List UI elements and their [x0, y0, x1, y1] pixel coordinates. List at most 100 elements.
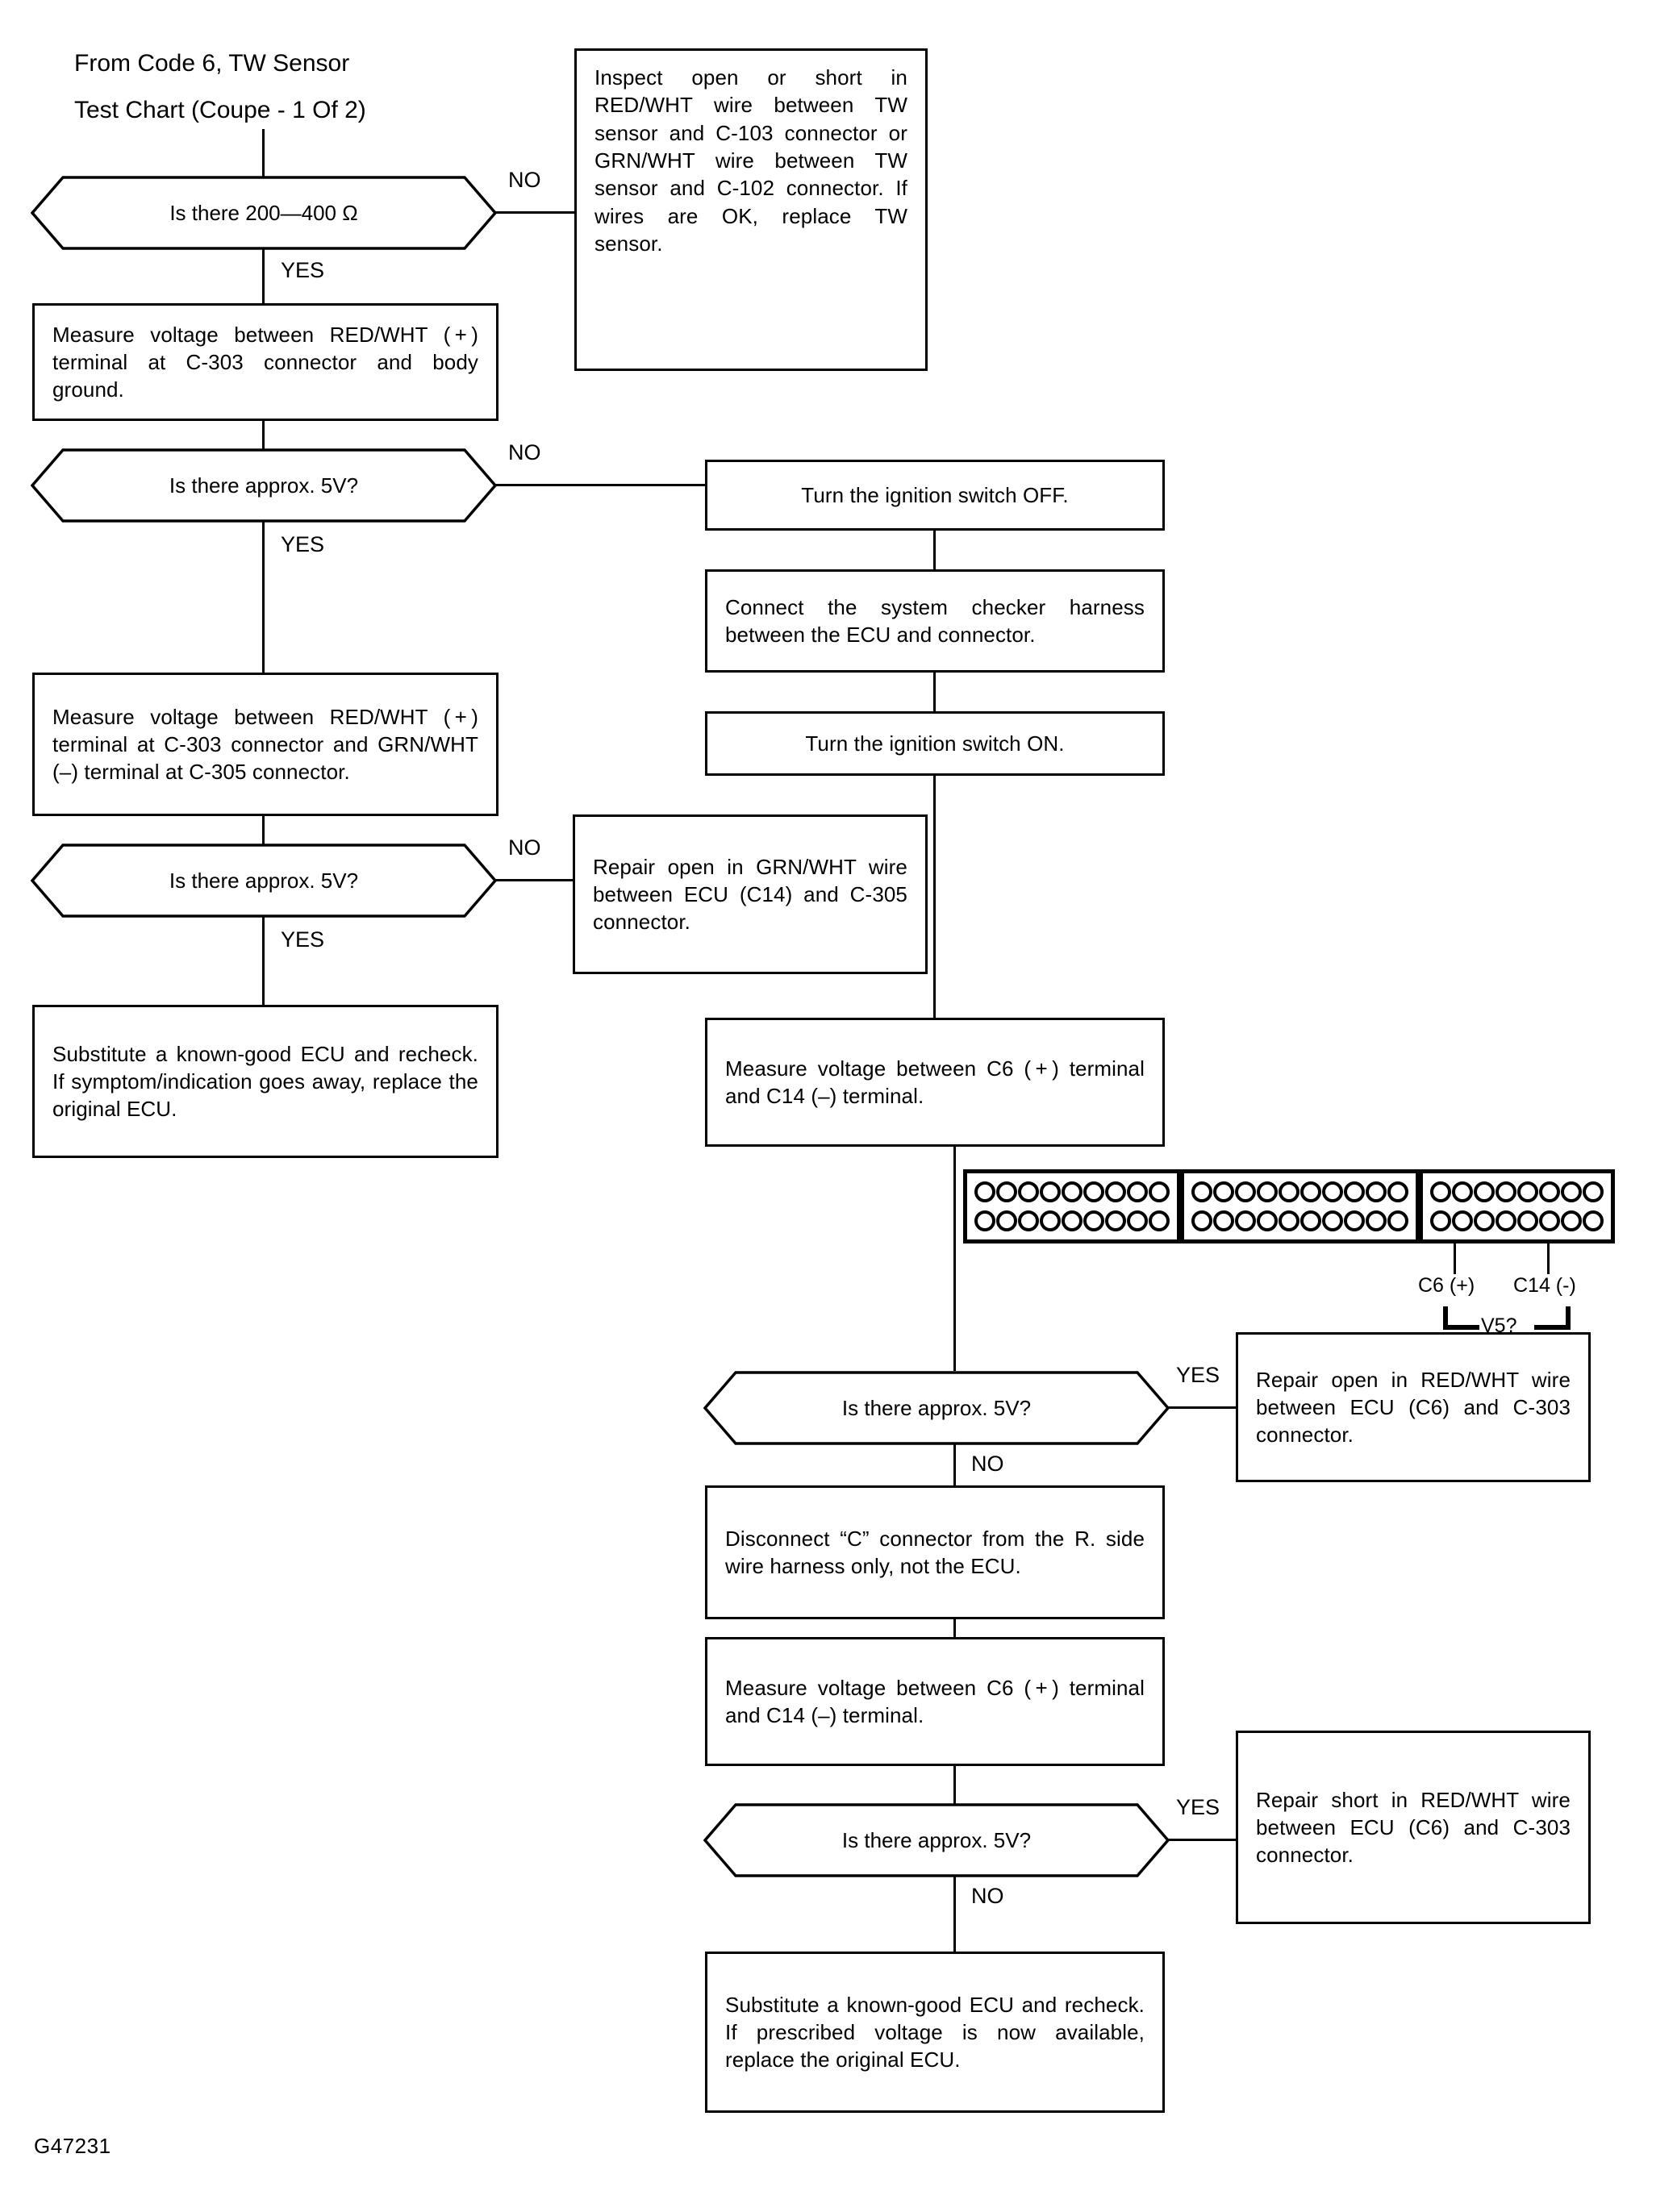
connector-line: [953, 1766, 956, 1808]
connector-line: [495, 484, 707, 486]
decision-volt-2[interactable]: Is there approx. 5V?: [31, 844, 497, 918]
connector-pin: [1387, 1181, 1408, 1202]
box-substitute-ecu-symptom[interactable]: Substitute a known-good ECU and recheck.…: [32, 1005, 499, 1158]
pin-row: [974, 1181, 1170, 1202]
connector-pin-c6: [1474, 1210, 1495, 1231]
connector-pin: [1496, 1210, 1516, 1231]
connector-pin: [1344, 1210, 1365, 1231]
connector-pin: [1213, 1210, 1234, 1231]
box-connect-checker-harness-text: Connect the system checker harness betwe…: [725, 594, 1145, 647]
connector-pin: [1105, 1210, 1126, 1231]
v5-bracket: [1442, 1303, 1571, 1336]
connector-pin: [1018, 1210, 1039, 1231]
connector-segment-b: [1177, 1173, 1416, 1239]
decision-volt-4-label: Is there approx. 5V?: [841, 1827, 1032, 1852]
box-ignition-off[interactable]: Turn the ignition switch OFF.: [705, 460, 1165, 531]
box-ignition-off-text: Turn the ignition switch OFF.: [801, 482, 1069, 507]
branch-label-yes: YES: [281, 258, 325, 282]
branch-label-no: NO: [971, 1452, 1004, 1476]
decision-volt-1-label: Is there approx. 5V?: [169, 473, 359, 498]
c14-leader-line: [1547, 1240, 1550, 1274]
box-measure-redwht-ground-text: Measure voltage between RED/WHT ( + ) te…: [52, 322, 478, 402]
box-disconnect-c-connector-text: Disconnect “C” connector from the R. sid…: [725, 1526, 1145, 1578]
chart-heading-line-1: From Code 6, TW Sensor: [74, 50, 350, 77]
connector-pin: [1040, 1181, 1061, 1202]
connector-line: [262, 248, 265, 303]
box-repair-open-grnwht[interactable]: Repair open in GRN/WHT wire between ECU …: [573, 814, 928, 974]
connector-line: [1168, 1406, 1237, 1409]
branch-label-yes: YES: [281, 927, 325, 952]
connector-line: [953, 1147, 956, 1371]
box-disconnect-c-connector[interactable]: Disconnect “C” connector from the R. sid…: [705, 1485, 1165, 1619]
connector-pin: [1062, 1181, 1083, 1202]
connector-pin: [1539, 1181, 1560, 1202]
connector-pin: [1583, 1181, 1604, 1202]
branch-label-no: NO: [971, 1884, 1004, 1908]
connector-pin: [1300, 1210, 1321, 1231]
connector-pin: [1127, 1181, 1148, 1202]
connector-line: [933, 673, 936, 711]
connector-pin-c14: [1561, 1210, 1582, 1231]
box-substitute-ecu-voltage[interactable]: Substitute a known-good ECU and recheck.…: [705, 1952, 1165, 2113]
connector-pin: [1561, 1181, 1582, 1202]
box-repair-open-grnwht-text: Repair open in GRN/WHT wire between ECU …: [593, 854, 907, 935]
connector-pin: [1430, 1181, 1451, 1202]
decision-resistance[interactable]: Is there 200—400 Ω: [31, 176, 497, 250]
c14-pin-label: C14 (-): [1513, 1274, 1576, 1297]
connector-pin: [1322, 1210, 1343, 1231]
box-measure-redwht-grnwht-text: Measure voltage between RED/WHT ( + ) te…: [52, 704, 478, 785]
box-measure-redwht-grnwht[interactable]: Measure voltage between RED/WHT ( + ) te…: [32, 673, 499, 816]
connector-pin: [974, 1210, 995, 1231]
connector-pin: [1452, 1181, 1473, 1202]
connector-pin: [1083, 1181, 1104, 1202]
connector-pin: [996, 1210, 1017, 1231]
box-ignition-on[interactable]: Turn the ignition switch ON.: [705, 711, 1165, 776]
connector-pin: [1105, 1181, 1126, 1202]
connector-line: [262, 816, 265, 866]
connector-pin: [1452, 1210, 1473, 1231]
decision-volt-4[interactable]: Is there approx. 5V?: [703, 1803, 1170, 1877]
connector-line: [262, 129, 265, 196]
box-measure-c6-c14-second-text: Measure voltage between C6 ( + ) termina…: [725, 1675, 1145, 1727]
pin-row: [1191, 1210, 1408, 1231]
box-repair-open-redwht[interactable]: Repair open in RED/WHT wire between ECU …: [1236, 1332, 1591, 1482]
decision-volt-3-label: Is there approx. 5V?: [841, 1395, 1032, 1420]
decision-volt-2-label: Is there approx. 5V?: [169, 868, 359, 893]
box-measure-redwht-ground[interactable]: Measure voltage between RED/WHT ( + ) te…: [32, 303, 499, 421]
box-inspect-tw-wires[interactable]: Inspect open or short in RED/WHT wire be…: [574, 48, 928, 371]
connector-pin: [1257, 1210, 1278, 1231]
connector-pin: [1062, 1210, 1083, 1231]
decision-volt-3[interactable]: Is there approx. 5V?: [703, 1371, 1170, 1445]
connector-pin: [1040, 1210, 1061, 1231]
connector-pin: [1517, 1210, 1538, 1231]
ecu-connector-diagram: [963, 1169, 1615, 1243]
connector-line: [262, 521, 265, 673]
box-repair-open-redwht-text: Repair open in RED/WHT wire between ECU …: [1256, 1367, 1571, 1448]
c6-pin-label: C6 (+): [1418, 1274, 1475, 1297]
connector-pin: [1430, 1210, 1451, 1231]
box-measure-c6-c14-second[interactable]: Measure voltage between C6 ( + ) termina…: [705, 1637, 1165, 1766]
connector-pin: [1149, 1181, 1170, 1202]
branch-label-yes: YES: [1176, 1363, 1220, 1387]
box-repair-short-redwht-text: Repair short in RED/WHT wire between ECU…: [1256, 1787, 1571, 1868]
connector-segment-a: [967, 1173, 1177, 1239]
connector-pin: [1474, 1181, 1495, 1202]
box-measure-c6-c14-first[interactable]: Measure voltage between C6 ( + ) termina…: [705, 1018, 1165, 1147]
connector-segment-c: [1416, 1173, 1611, 1239]
branch-label-yes: YES: [1176, 1795, 1220, 1819]
connector-line: [953, 1876, 956, 1953]
box-repair-short-redwht[interactable]: Repair short in RED/WHT wire between ECU…: [1236, 1731, 1591, 1924]
connector-pin: [1279, 1181, 1299, 1202]
box-inspect-tw-wires-text: Inspect open or short in RED/WHT wire be…: [594, 65, 907, 256]
branch-label-yes: YES: [281, 532, 325, 556]
chart-heading-line-2: Test Chart (Coupe - 1 Of 2): [74, 97, 366, 123]
pin-row: [1191, 1181, 1408, 1202]
connector-pin: [1191, 1181, 1212, 1202]
connector-pin: [1322, 1181, 1343, 1202]
connector-pin: [1257, 1181, 1278, 1202]
connector-pin: [996, 1181, 1017, 1202]
connector-line: [953, 1619, 956, 1643]
decision-volt-1[interactable]: Is there approx. 5V?: [31, 448, 497, 523]
box-connect-checker-harness[interactable]: Connect the system checker harness betwe…: [705, 569, 1165, 673]
